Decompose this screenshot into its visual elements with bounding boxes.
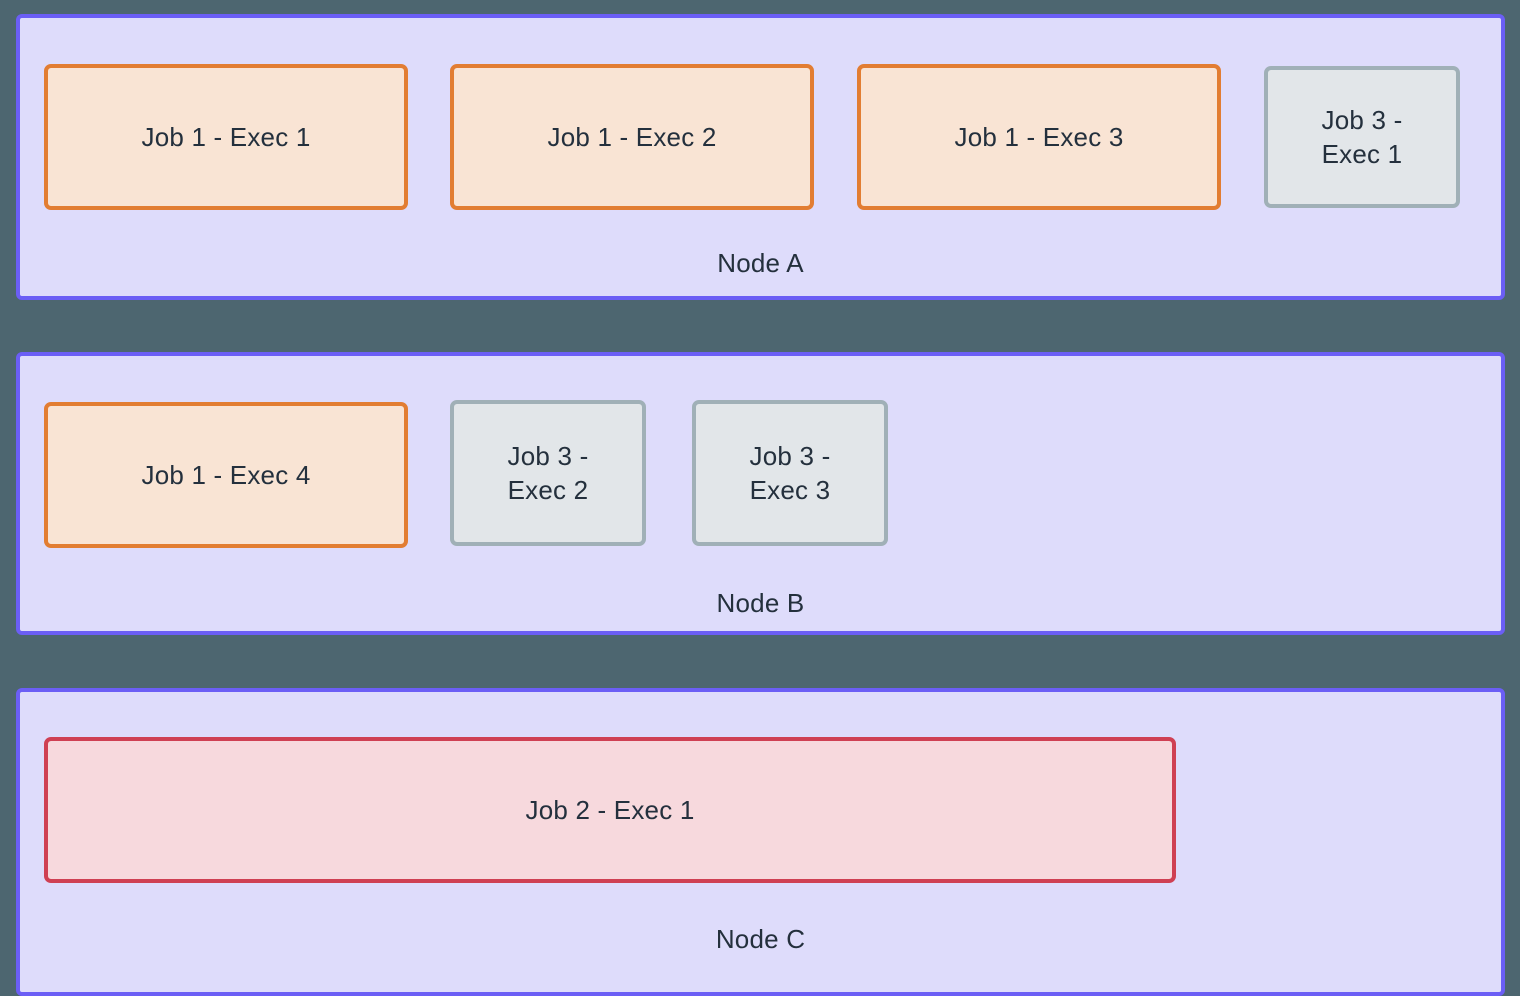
node-label-a: Node A — [717, 248, 804, 278]
exec-box-job1-exec3[interactable]: Job 1 - Exec 3 — [857, 64, 1221, 210]
exec-box-label: Job 1 - Exec 2 — [547, 121, 717, 152]
exec-box-job3-exec1[interactable]: Job 3 - Exec 1 — [1264, 66, 1460, 208]
exec-box-label: Job 2 - Exec 1 — [525, 794, 695, 825]
exec-box-label: Job 3 - Exec 2 — [507, 440, 589, 505]
exec-box-label: Job 1 - Exec 3 — [954, 121, 1124, 152]
exec-box-job1-exec4[interactable]: Job 1 - Exec 4 — [44, 402, 408, 548]
exec-box-job3-exec3[interactable]: Job 3 - Exec 3 — [692, 400, 888, 546]
exec-box-job3-exec2[interactable]: Job 3 - Exec 2 — [450, 400, 646, 546]
exec-box-job2-exec1[interactable]: Job 2 - Exec 1 — [44, 737, 1176, 883]
node-label-c: Node C — [715, 924, 806, 954]
exec-box-job1-exec1[interactable]: Job 1 - Exec 1 — [44, 64, 408, 210]
exec-box-job1-exec2[interactable]: Job 1 - Exec 2 — [450, 64, 814, 210]
exec-box-label: Job 1 - Exec 1 — [141, 121, 311, 152]
node-label-b: Node B — [716, 588, 805, 618]
node-panel-b[interactable]: Job 1 - Exec 4 Job 3 - Exec 2 Job 3 - Ex… — [16, 352, 1505, 635]
exec-box-label: Job 3 - Exec 1 — [1321, 104, 1403, 169]
node-panel-a[interactable]: Job 1 - Exec 1 Job 1 - Exec 2 Job 1 - Ex… — [16, 14, 1505, 300]
node-panel-c[interactable]: Job 2 - Exec 1 Node C — [16, 688, 1505, 996]
exec-box-label: Job 3 - Exec 3 — [749, 440, 831, 505]
exec-box-label: Job 1 - Exec 4 — [141, 459, 311, 490]
